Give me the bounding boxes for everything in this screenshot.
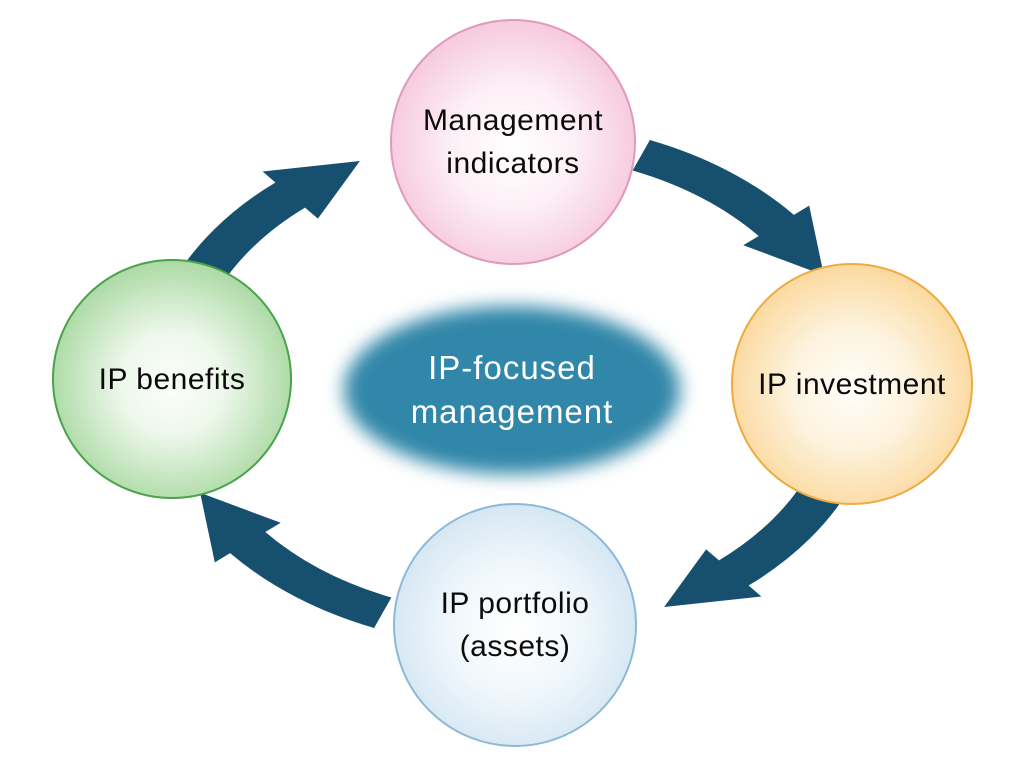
node-ip-benefits: IP benefits (52, 259, 292, 499)
arrow-portfolio-to-benefits (200, 492, 392, 628)
node-label-line: indicators (446, 147, 580, 180)
node-label-line: IP investment (758, 367, 946, 401)
center-label-line: IP-focused (428, 349, 596, 386)
node-label-line: (assets) (459, 630, 571, 663)
arrow-indicators-to-investment (632, 140, 824, 276)
node-ip-investment: IP investment (731, 263, 973, 505)
node-ip-benefits-label: IP benefits (99, 358, 246, 401)
node-management-indicators: Management indicators (390, 19, 636, 265)
node-ip-portfolio: IP portfolio (assets) (393, 503, 637, 747)
node-label-line: IP benefits (98, 362, 246, 396)
center-ellipse: IP-focused management (327, 287, 697, 493)
node-label-line: IP portfolio (440, 587, 590, 620)
center-ellipse-background (344, 306, 680, 474)
node-label-line: Management (422, 104, 604, 137)
center-ellipse-label: IP-focused management (411, 346, 614, 434)
node-management-indicators-label: Management indicators (423, 99, 603, 185)
node-ip-portfolio-label: IP portfolio (assets) (441, 582, 590, 668)
node-ip-investment-label: IP investment (758, 363, 946, 406)
center-label-line: management (410, 393, 614, 430)
